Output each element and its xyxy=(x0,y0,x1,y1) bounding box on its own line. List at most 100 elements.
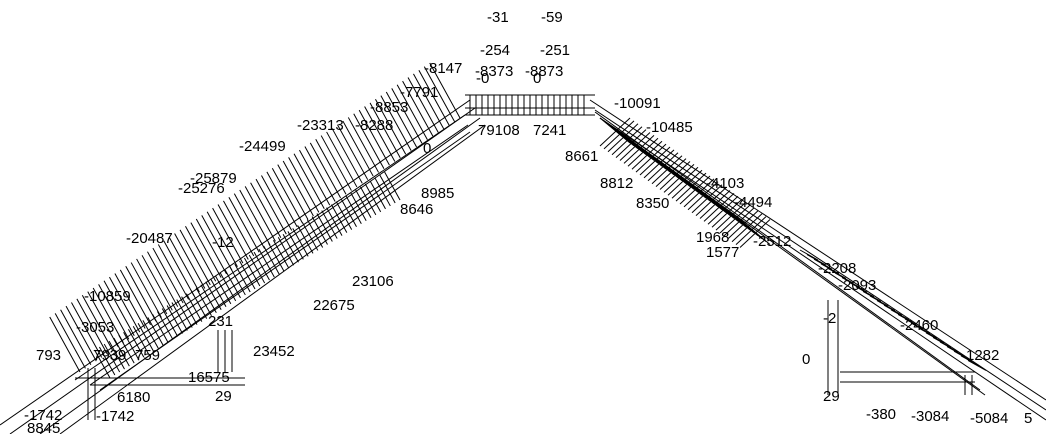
hatch-line xyxy=(272,239,290,269)
hatch-line xyxy=(174,233,206,289)
hatch-line xyxy=(206,211,238,268)
hatch-line xyxy=(109,276,141,333)
hatch-line xyxy=(137,323,154,352)
force-label: -2460 xyxy=(900,317,938,334)
hatch-line xyxy=(375,99,407,155)
force-label: 8845 xyxy=(27,420,60,434)
hatch-line xyxy=(320,135,352,191)
hatch-line xyxy=(239,260,256,290)
hatch-line xyxy=(297,225,314,254)
hatch-line xyxy=(897,313,917,325)
hatch-line xyxy=(418,70,450,126)
hatch-line xyxy=(904,318,924,330)
hatch-line xyxy=(326,207,343,236)
hatch-line xyxy=(918,327,938,339)
hatch-line xyxy=(342,120,374,177)
hatch-line xyxy=(848,281,868,293)
hatch-line xyxy=(195,218,228,275)
force-label: -10485 xyxy=(646,119,693,136)
force-hatching xyxy=(49,62,987,379)
force-label: 7939 xyxy=(93,347,126,364)
hatch-line xyxy=(374,177,391,207)
hatch-line xyxy=(663,164,695,193)
hatch-line xyxy=(65,305,97,362)
hatch-line xyxy=(643,149,675,179)
force-label: -10091 xyxy=(614,95,661,112)
force-label: -2 xyxy=(823,310,836,327)
hatch-line xyxy=(212,207,244,264)
hatch-line xyxy=(364,183,382,213)
hatch-line xyxy=(675,172,707,202)
truss-member xyxy=(89,124,469,386)
hatch-line xyxy=(631,140,663,170)
hatch-line xyxy=(402,80,434,137)
force-label: 1577 xyxy=(706,244,739,261)
hatch-line xyxy=(413,73,445,130)
hatch-line xyxy=(876,300,896,312)
hatch-line xyxy=(639,146,671,176)
force-label: -23313 xyxy=(297,117,344,134)
hatch-line xyxy=(185,226,217,282)
hatch-line xyxy=(223,200,255,257)
hatch-line xyxy=(288,157,320,213)
hatch-line xyxy=(391,88,423,144)
hatch-line xyxy=(263,245,280,275)
hatch-line xyxy=(130,262,162,318)
force-label: 6180 xyxy=(117,389,150,406)
hatch-line xyxy=(123,331,140,361)
hatch-line xyxy=(301,222,319,251)
hatch-line xyxy=(345,195,362,224)
hatch-line xyxy=(719,204,751,234)
force-label: -8373 xyxy=(475,63,513,80)
hatch-line xyxy=(330,204,348,233)
hatch-line xyxy=(925,332,945,344)
hatch-line xyxy=(946,346,966,358)
hatch-line xyxy=(309,142,342,199)
force-label: 29 xyxy=(215,388,232,405)
hatch-line xyxy=(619,132,651,161)
hatch-line xyxy=(683,178,715,208)
hatch-line xyxy=(603,120,635,150)
force-label: -7791 xyxy=(400,84,438,101)
hatch-line xyxy=(200,284,217,313)
hatch-line xyxy=(335,201,353,230)
hatch-line xyxy=(337,124,369,180)
force-label: 1968 xyxy=(696,229,729,246)
hatch-line xyxy=(114,273,146,329)
hatch-line xyxy=(229,266,246,296)
hatch-line xyxy=(623,135,655,164)
hatch-line xyxy=(147,317,164,346)
hatch-line xyxy=(282,234,299,263)
hatch-line xyxy=(615,129,647,158)
hatch-line xyxy=(715,201,747,231)
hatch-line xyxy=(228,197,260,253)
truss-member xyxy=(599,117,1046,421)
force-label: -31 xyxy=(487,9,509,26)
force-label: -0 xyxy=(476,70,489,87)
hatch-line xyxy=(353,113,385,170)
hatch-line xyxy=(195,287,212,316)
hatch-line xyxy=(890,309,910,321)
hatch-line xyxy=(255,178,287,235)
hatch-line xyxy=(304,146,336,202)
hatch-line xyxy=(125,265,157,322)
hatch-line xyxy=(292,228,309,257)
hatch-line xyxy=(201,215,233,271)
hatch-line xyxy=(181,296,198,325)
hatch-line xyxy=(739,219,771,248)
hatch-line xyxy=(210,278,227,308)
hatch-line xyxy=(635,143,667,173)
hatch-line xyxy=(156,311,174,340)
hatch-line xyxy=(76,298,108,355)
hatch-line xyxy=(687,181,719,211)
hatch-line xyxy=(266,171,298,228)
hatch-line xyxy=(364,106,396,162)
hatch-line xyxy=(248,254,266,284)
hatch-line xyxy=(311,216,328,245)
hatch-line xyxy=(385,91,418,148)
force-label: -25879 xyxy=(190,170,237,187)
hatch-line xyxy=(813,258,833,270)
hatch-line xyxy=(179,229,211,286)
truss-member xyxy=(74,114,466,381)
hatch-line xyxy=(407,77,439,133)
